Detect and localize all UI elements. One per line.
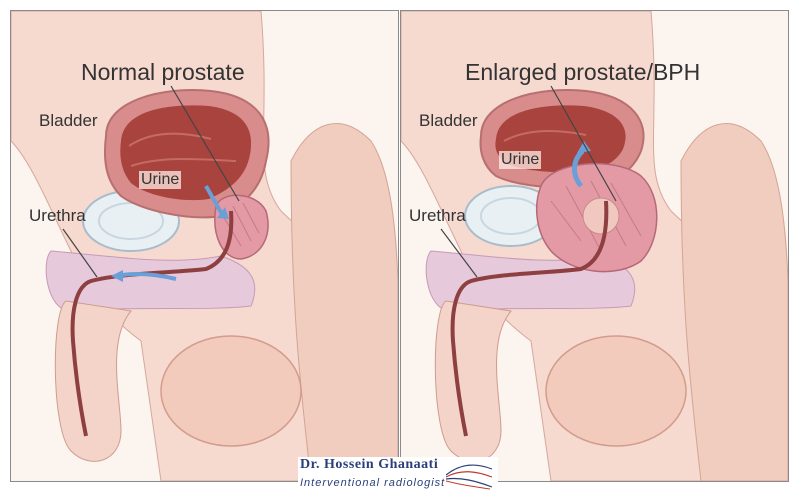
title-leader-line (170, 85, 240, 202)
urine-label: Urine (139, 171, 182, 189)
author-credit-logo: Dr. Hossein Ghanaati Interventional radi… (298, 457, 498, 497)
thigh-region (680, 123, 788, 481)
normal-prostate-title: Normal prostate (81, 59, 245, 85)
testicle (545, 335, 687, 447)
urine-flow-arrow (204, 185, 225, 217)
urethra-leader-line (62, 228, 98, 278)
bladder-label: Bladder (39, 111, 98, 130)
bladder-label: Bladder (419, 111, 478, 130)
blocked-flow-arrow (572, 148, 585, 188)
author-subtitle: Interventional radiologist (300, 477, 446, 489)
enlarged-prostate-title: Enlarged prostate/BPH (465, 59, 701, 85)
enlarged-prostate-panel: Enlarged prostate/BPH Bladder Urine Uret… (400, 10, 789, 482)
normal-prostate-panel: Normal prostate Bladder Urine Urethra (10, 10, 399, 482)
compressed-urethra-region (582, 197, 620, 235)
thigh-region (290, 123, 398, 481)
author-name: Dr. Hossein Ghanaati (300, 457, 439, 472)
prostate (214, 194, 269, 260)
testicle (160, 335, 302, 447)
penis-body (434, 300, 512, 462)
urethra (450, 200, 609, 437)
urethra-label: Urethra (409, 206, 466, 225)
penile-tissue (45, 250, 256, 312)
urine-label: Urine (499, 151, 542, 169)
vessel-swoosh-icon (446, 464, 493, 490)
urethra-leader-line (440, 228, 478, 278)
enlarged-anatomy-drawing (401, 11, 788, 481)
penis-body (54, 300, 132, 462)
title-leader-line (550, 85, 617, 202)
normal-anatomy-drawing (11, 11, 398, 481)
urethra-label: Urethra (29, 206, 86, 225)
urethra (70, 210, 234, 437)
